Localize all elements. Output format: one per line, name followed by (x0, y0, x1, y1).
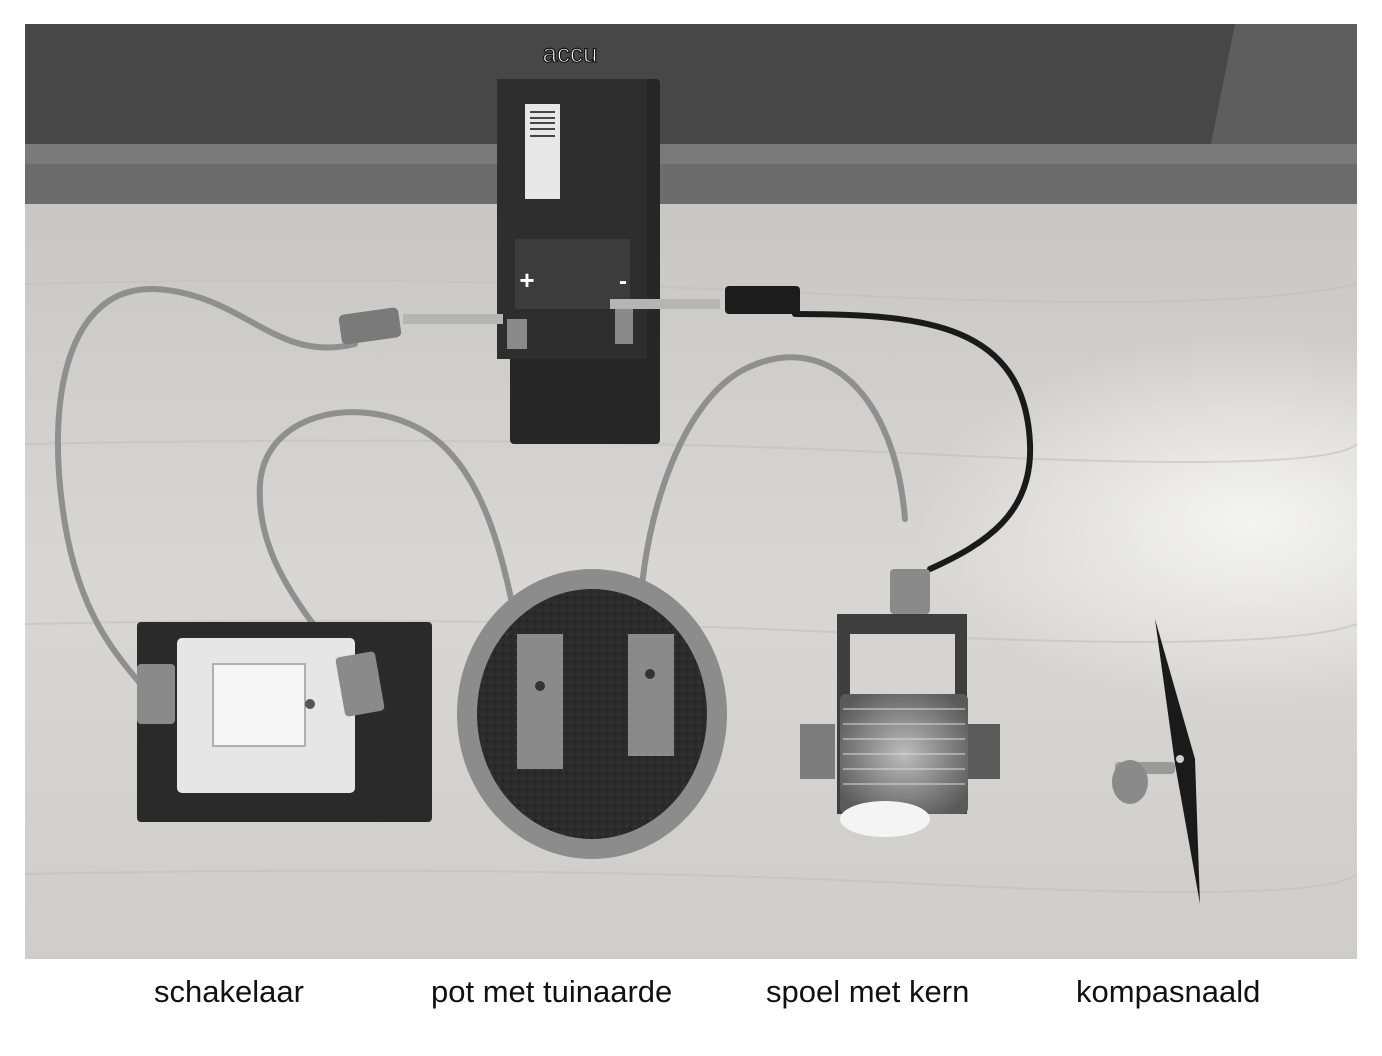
caption-pot-with-soil: pot met tuinaarde (431, 974, 673, 1009)
experiment-photo: accu + - (25, 24, 1357, 959)
caption-switch: schakelaar (154, 974, 304, 1009)
wire-pot-to-coil (636, 354, 908, 652)
caption-coil-with-core: spoel met kern (766, 974, 970, 1009)
background (25, 24, 1357, 959)
compass-needle (1112, 619, 1200, 904)
plus-terminal-label: + (519, 265, 534, 295)
coil-with-core (800, 569, 1000, 837)
wire-battery-to-switch (54, 285, 358, 692)
battery-label: accu (543, 38, 598, 68)
wires (54, 285, 1034, 692)
switch (137, 622, 432, 822)
pot-with-soil (457, 569, 727, 859)
wire-battery-to-coil-black (792, 311, 1034, 572)
caption-compass-needle: kompasnaald (1076, 974, 1261, 1009)
battery: accu + - (497, 37, 660, 444)
wire-switch-to-pot (256, 409, 523, 682)
minus-terminal-label: - (619, 268, 627, 295)
